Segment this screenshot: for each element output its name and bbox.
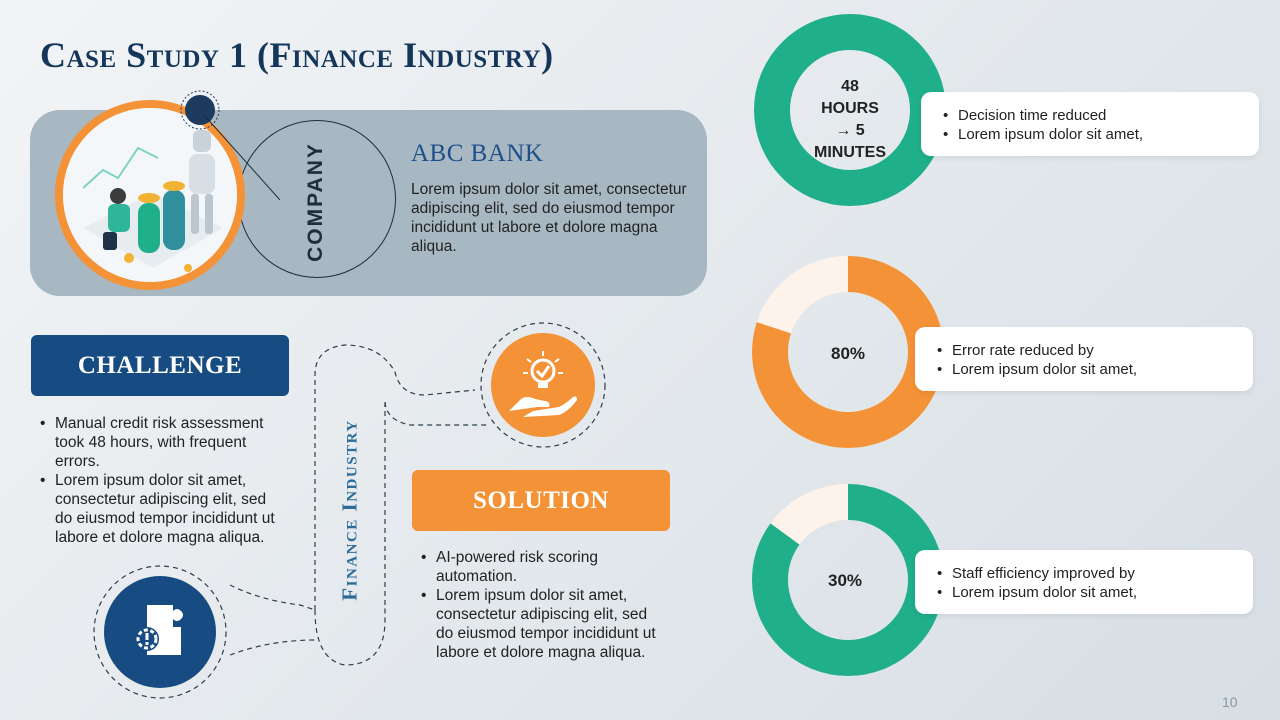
stat-1-point: Decision time reduced (943, 106, 1259, 125)
stat-3-point: Staff efficiency improved by (937, 564, 1253, 583)
stat-1-value-line: 48 (841, 78, 859, 95)
stat-2-card: Error rate reduced by Lorem ipsum dolor … (915, 327, 1253, 391)
stat-1-card: Decision time reduced Lorem ipsum dolor … (921, 92, 1259, 156)
challenge-heading: CHALLENGE (31, 335, 289, 396)
finance-robot-illustration (63, 108, 237, 282)
stat-2-point: Error rate reduced by (937, 341, 1253, 360)
solution-point: AI-powered risk scoring automation. (421, 548, 661, 586)
stat-1-point: Lorem ipsum dolor sit amet, (943, 125, 1259, 144)
gear-alert-puzzle-icon (135, 605, 183, 655)
stat-3-value: 30% (827, 571, 863, 590)
challenge-point: Manual credit risk assessment took 48 ho… (40, 414, 285, 471)
stat-1-value: 48 HOURS → 5 MINUTES (800, 76, 900, 164)
solution-point: Lorem ipsum dolor sit amet, consectetur … (421, 586, 661, 662)
robot-pointer-line (180, 90, 280, 201)
page-number: 10 (1222, 694, 1238, 710)
solution-heading: SOLUTION (412, 470, 670, 531)
solution-list: AI-powered risk scoring automation. Lore… (421, 548, 661, 662)
robot-investor-icon (63, 108, 237, 282)
slide-title: Case Study 1 (Finance Industry) (40, 35, 554, 75)
stat-1-value-line: MINUTES (814, 144, 886, 161)
company-description: Lorem ipsum dolor sit amet, consectetur … (411, 181, 687, 255)
challenge-list: Manual credit risk assessment took 48 ho… (40, 414, 285, 547)
stat-3-card: Staff efficiency improved by Lorem ipsum… (915, 550, 1253, 614)
stat-1-value-line: HOURS (821, 100, 879, 117)
company-name: ABC BANK (411, 140, 544, 167)
stat-3-point: Lorem ipsum dolor sit amet, (937, 583, 1253, 602)
stat-2-value: 80% (830, 344, 866, 363)
stat-2-point: Lorem ipsum dolor sit amet, (937, 360, 1253, 379)
challenge-point: Lorem ipsum dolor sit amet, consectetur … (40, 471, 285, 547)
stat-1-value-line: → 5 (835, 122, 865, 139)
hand-lightbulb-check-icon (509, 351, 577, 417)
